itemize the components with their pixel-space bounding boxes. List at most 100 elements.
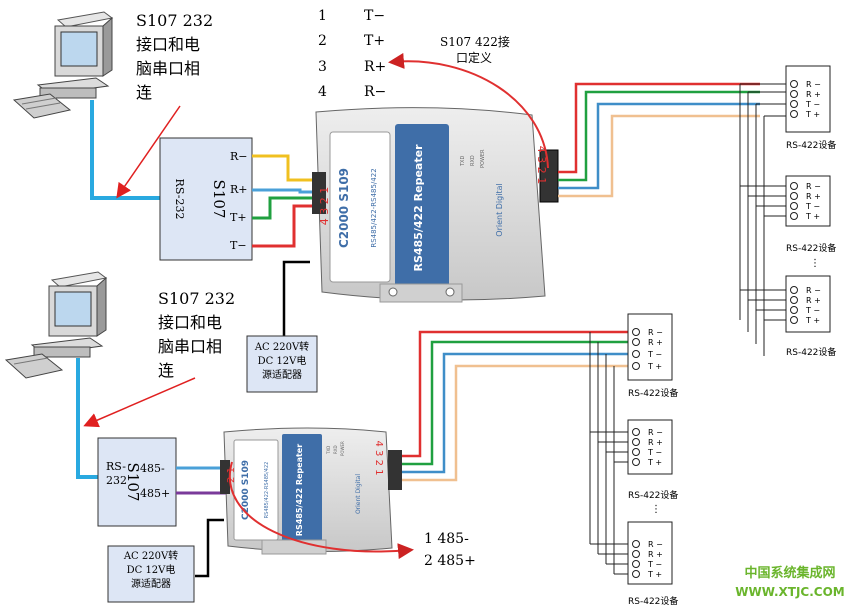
bottom-repeater-title: RS485/422 Repeater bbox=[295, 444, 304, 536]
dev5-pin-r-minus: R − bbox=[648, 428, 663, 437]
pin-def-title-1: S107 422接 bbox=[440, 34, 510, 49]
wire-red-top bbox=[252, 204, 322, 248]
top-repeater-device bbox=[312, 107, 559, 303]
pin-def-arrow-top bbox=[388, 52, 549, 169]
bottom-bus-lines bbox=[589, 332, 632, 575]
top-rs422-device-2 bbox=[785, 175, 831, 227]
dev2-label: RS-422设备 bbox=[786, 242, 836, 254]
dev1-label: RS-422设备 bbox=[786, 139, 836, 151]
dev1-pin-t-minus: T − bbox=[805, 100, 820, 109]
dev2-pin-t-plus: T + bbox=[805, 212, 820, 221]
top-repeater-model: C2000 S109 bbox=[337, 168, 351, 248]
top-adapter-line2: DC 12V电 bbox=[258, 354, 307, 367]
dev3-label: RS-422设备 bbox=[786, 346, 836, 358]
pin-def-sig-1: T− bbox=[364, 8, 385, 24]
pin-def-sig-2: T+ bbox=[364, 33, 385, 49]
bottom-s107-port-2: 232 bbox=[106, 474, 127, 487]
watermark-cn: 中国系统集成网 bbox=[744, 565, 835, 581]
dev5-pin-t-plus: T + bbox=[647, 458, 662, 467]
top-power-adapter-box bbox=[246, 335, 318, 393]
dev2-pin-r-plus: R + bbox=[806, 192, 821, 201]
bottom-adapter-line2: DC 12V电 bbox=[127, 563, 176, 576]
bus-red-bottom bbox=[402, 330, 630, 458]
bus-blue-bottom bbox=[402, 352, 630, 474]
bus-green-bottom bbox=[402, 340, 630, 466]
bottom-adapter-line3: 源适配器 bbox=[131, 577, 171, 590]
top-hint-arrow bbox=[116, 105, 181, 199]
top-repeater-protocols: RS485/422-RS485/422 bbox=[370, 168, 378, 247]
bottom-repeater-protocols: RS485/422-RS485/422 bbox=[264, 462, 270, 519]
top-pc-caption-3: 脑串口相 bbox=[136, 59, 200, 78]
bottom-s107-pin-485-minus: 485- bbox=[140, 462, 165, 475]
top-s107-pin-r-plus: R+ bbox=[230, 183, 248, 196]
bottom-pc-caption-4: 连 bbox=[158, 361, 174, 380]
bus-red-top bbox=[558, 82, 760, 174]
bottom-rs422-device-1 bbox=[627, 313, 673, 381]
bottom-serial-cable bbox=[76, 358, 98, 479]
bottom-power-adapter-box bbox=[107, 545, 195, 603]
bottom-rs422-device-2 bbox=[627, 419, 673, 475]
pin485-row-1: 1 485- bbox=[424, 531, 469, 547]
dev2-pin-r-minus: R − bbox=[806, 182, 821, 191]
bottom-repeater-led-power: POWER bbox=[340, 441, 345, 456]
bottom-repeater-device bbox=[220, 427, 402, 555]
power-cable-bottom bbox=[195, 518, 224, 578]
bottom-ellipsis: ⋮ bbox=[651, 504, 661, 515]
dev6-label: RS-422设备 bbox=[628, 595, 678, 607]
power-cable-top bbox=[282, 260, 310, 336]
top-repeater-led-rxd: RXD bbox=[470, 155, 476, 166]
pin-def-num-3: 3 bbox=[318, 59, 327, 75]
dev2-pin-t-minus: T − bbox=[805, 202, 820, 211]
top-adapter-line3: 源适配器 bbox=[262, 368, 302, 381]
bus-blue-top bbox=[558, 102, 760, 190]
dev3-pin-r-minus: R − bbox=[806, 286, 821, 295]
dev1-pin-t-plus: T + bbox=[805, 110, 820, 119]
top-repeater-led-txd: TXD bbox=[460, 156, 466, 167]
pin-def-num-2: 2 bbox=[318, 33, 327, 49]
dev6-pin-t-minus: T − bbox=[647, 560, 662, 569]
top-adapter-line1: AC 220V转 bbox=[254, 340, 309, 353]
top-repeater-led-power: POWER bbox=[480, 149, 486, 168]
dev4-pin-r-minus: R − bbox=[648, 328, 663, 337]
bus-orange-bottom bbox=[402, 364, 630, 482]
bottom-rs422-device-3 bbox=[627, 521, 673, 585]
top-repeater-right-pins: 4 3 2 1 bbox=[535, 146, 548, 184]
bottom-pc-caption-3: 脑串口相 bbox=[158, 337, 222, 356]
dev5-pin-r-plus: R + bbox=[648, 438, 663, 447]
top-pc-icon bbox=[12, 11, 114, 119]
pin-def-num-1: 1 bbox=[318, 8, 327, 24]
bottom-s107-pin-485-plus: 485+ bbox=[140, 487, 170, 500]
bottom-hint-arrow bbox=[83, 377, 196, 428]
dev4-label: RS-422设备 bbox=[628, 387, 678, 399]
bottom-repeater-led-rxd: RXD bbox=[333, 445, 338, 454]
top-rs422-device-3 bbox=[785, 275, 831, 333]
top-s107-model: S107 bbox=[210, 180, 228, 219]
dev3-pin-t-minus: T − bbox=[805, 306, 820, 315]
top-repeater-left-pins: 4 3 2 1 bbox=[318, 187, 331, 225]
pin-def-sig-4: R− bbox=[364, 84, 386, 100]
bottom-pc-caption-2: 接口和电 bbox=[158, 313, 222, 332]
top-pc-caption-4: 连 bbox=[136, 83, 152, 102]
top-s107-box bbox=[159, 137, 253, 261]
top-s107-pin-t-minus: T− bbox=[230, 239, 247, 252]
dev3-pin-r-plus: R + bbox=[806, 296, 821, 305]
dev3-pin-t-plus: T + bbox=[805, 316, 820, 325]
wire-green-top bbox=[252, 196, 322, 220]
top-bus-lines bbox=[739, 83, 790, 356]
pin-def-title-2: 口定义 bbox=[456, 50, 492, 65]
pin485-row-2: 2 485+ bbox=[424, 553, 476, 569]
dev4-pin-t-plus: T + bbox=[647, 362, 662, 371]
bottom-s107-model: S107 bbox=[124, 463, 142, 502]
bottom-pc-caption-1: S107 232 bbox=[158, 289, 235, 308]
wire-blue-top bbox=[252, 188, 322, 194]
bottom-repeater-right-pins: 4 3 2 1 bbox=[373, 441, 384, 476]
dev6-pin-r-plus: R + bbox=[648, 550, 663, 559]
bottom-adapter-line1: AC 220V转 bbox=[123, 549, 178, 562]
bottom-repeater-model: C2000 S109 bbox=[241, 460, 251, 520]
bottom-repeater-brand: Orient Digital bbox=[355, 474, 362, 514]
bus-green-top bbox=[558, 90, 760, 182]
dev6-pin-r-minus: R − bbox=[648, 540, 663, 549]
top-pc-caption-1: S107 232 bbox=[136, 11, 213, 30]
